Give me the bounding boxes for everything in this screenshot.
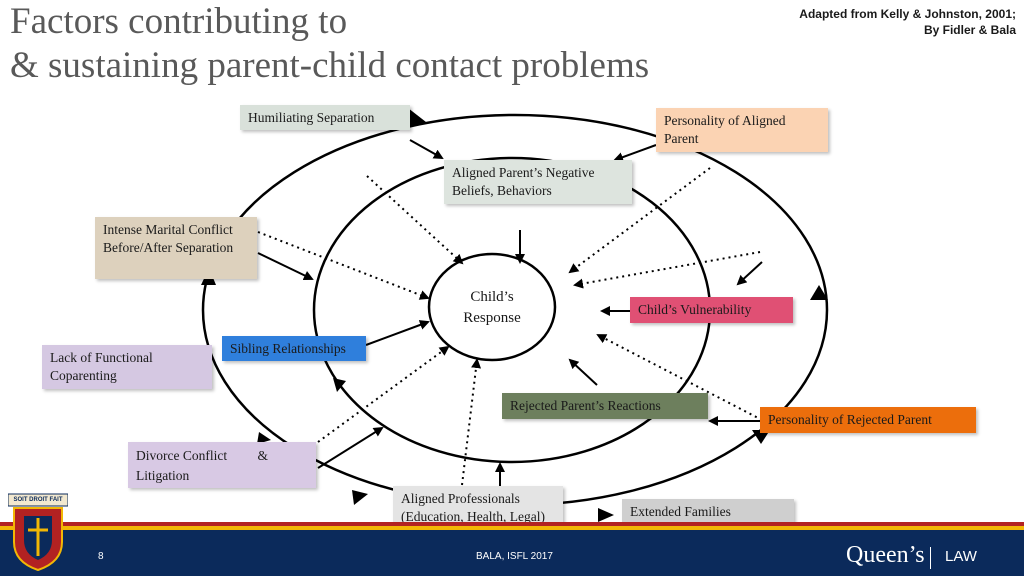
footer-citation: BALA, ISFL 2017 [476, 551, 553, 562]
childs-response-line-1: Child’s [470, 289, 514, 305]
dotted-arrow-professionals [461, 358, 482, 486]
page-title-line-1: Factors contributing to [10, 1, 348, 42]
personality-aligned-box: Personality of Aligned Parent [656, 108, 828, 152]
arrow-divorce [317, 426, 384, 469]
arrow-sibling [365, 320, 430, 346]
dotted-arrow-right [573, 251, 761, 289]
center-ring [427, 252, 557, 362]
footer-gold-stripe [0, 526, 1024, 530]
aligned-negative-box: Aligned Parent’s Negative Beliefs, Behav… [444, 160, 632, 204]
logo-separator [930, 547, 931, 569]
dotted-arrow-top-right [568, 167, 711, 274]
intense-marital-box: Intense Marital Conflict Before/After Se… [95, 217, 257, 279]
crest-motto: SOIT DROIT FAIT [13, 497, 63, 503]
cycle-arrowhead-left [257, 432, 271, 444]
lack-coparenting-box: Lack of Functional Coparenting [42, 345, 212, 389]
cycle-arrowhead-bottom-left [352, 490, 368, 505]
personality-rejected-box: Personality of Rejected Parent [760, 407, 976, 433]
cycle-arrowhead-bottom [598, 508, 614, 522]
dotted-arrows [257, 167, 763, 486]
childs-response-line-2: Response [463, 310, 521, 326]
cycle-arrowhead-top [408, 108, 426, 127]
source-credit: Adapted from Kelly & Johnston, 2001; By … [799, 6, 1016, 38]
queens-logo: Queen’s [846, 542, 925, 568]
law-label: LAW [945, 548, 977, 565]
divorce-conflict-box: Divorce Conflict & Litigation [128, 442, 316, 488]
sibling-relationships-box: Sibling Relationships [222, 336, 366, 361]
arrow-right-side [736, 261, 763, 286]
childs-response-label: Child’s Response [430, 287, 554, 329]
arrow-marital [257, 252, 314, 281]
source-credit-line-2: By Fidler & Bala [923, 23, 1016, 37]
inner-arrowhead-left [333, 378, 346, 392]
dotted-arrow-divorce [317, 345, 450, 443]
arrow-humiliating [409, 139, 444, 159]
solid-arrows [257, 139, 764, 488]
page-number: 8 [98, 551, 104, 562]
humiliating-separation-box: Humiliating Separation [240, 105, 410, 130]
dotted-arrow-marital [257, 231, 430, 300]
rejected-reactions-box: Rejected Parent’s Reactions [502, 393, 708, 419]
crest-icon [8, 493, 68, 572]
page-title: Factors contributing to & sustaining par… [10, 0, 649, 88]
arrow-rejected-reactions [568, 358, 598, 386]
footer-red-stripe [0, 522, 1024, 526]
footer-band [0, 530, 1024, 576]
arrow-personality-aligned [613, 144, 657, 162]
child-vulnerability-box: Child’s Vulnerability [630, 297, 793, 323]
source-credit-line-1: Adapted from Kelly & Johnston, 2001; [799, 7, 1016, 21]
dotted-arrow-rejected [596, 334, 763, 421]
page-title-line-2: & sustaining parent-child contact proble… [10, 45, 650, 86]
cycle-arrowhead-bottom-right [752, 430, 770, 444]
extended-families-box: Extended Families [622, 499, 794, 525]
cycle-arrowhead-right [810, 285, 828, 300]
